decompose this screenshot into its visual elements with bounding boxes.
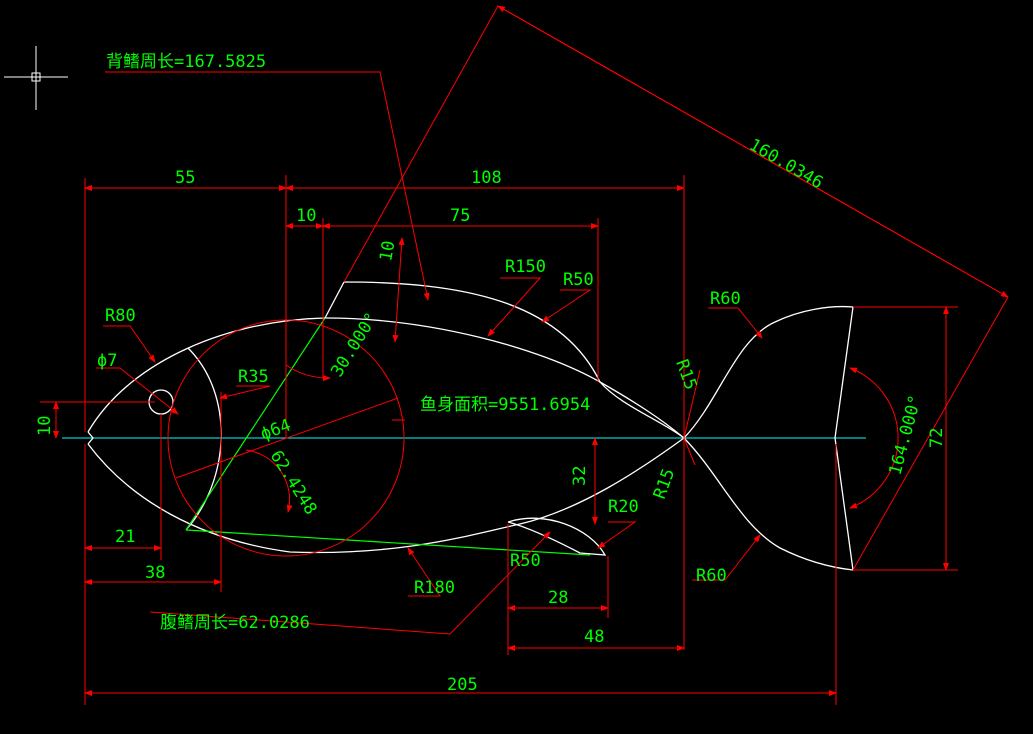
dim-angle-164: 164.000° xyxy=(886,393,927,477)
dim-10-top: 10 xyxy=(296,206,316,226)
tail-edge xyxy=(834,306,854,571)
dim-72: 72 xyxy=(927,428,947,448)
dim-r35: R35 xyxy=(238,367,269,387)
dim-r15-upper: R15 xyxy=(671,357,700,393)
dim-angle-30: 30.000° xyxy=(327,309,382,380)
dim-r80: R80 xyxy=(105,306,136,326)
body-upper-contour xyxy=(87,317,685,439)
dim-phi7: ϕ7 xyxy=(97,351,117,371)
tail-upper xyxy=(683,305,854,439)
dim-r60-top: R60 xyxy=(710,289,741,309)
dim-r180: R180 xyxy=(414,578,455,598)
dim-62: 62.4248 xyxy=(266,447,321,518)
dimension-lines xyxy=(40,5,1009,705)
dim-r50-bottom: R50 xyxy=(510,551,541,571)
fish-outline xyxy=(87,281,854,571)
ventral-fin xyxy=(507,517,607,556)
crosshair-cursor xyxy=(4,46,68,110)
dim-r150: R150 xyxy=(505,257,546,277)
dorsal-fin-base xyxy=(324,281,345,319)
dorsal-fin-perimeter-label: 背鳍周长=167.5825 xyxy=(106,52,266,72)
dim-28: 28 xyxy=(548,588,568,608)
dim-75: 75 xyxy=(450,206,470,226)
dim-r20: R20 xyxy=(608,497,639,517)
mouth-notch xyxy=(87,431,94,445)
dimension-text: 背鳍周长=167.5825 腹鳍周长=62.0286 鱼身面积=9551.695… xyxy=(35,52,947,695)
dorsal-fin xyxy=(343,281,685,439)
dim-10-left: 10 xyxy=(35,416,55,436)
dim-r50-top: R50 xyxy=(563,270,594,290)
body-lower-contour xyxy=(87,437,685,554)
dim-phi64: ϕ64 xyxy=(258,415,294,444)
dim-r60-bottom: R60 xyxy=(696,566,727,586)
fin-lines xyxy=(185,317,591,556)
dim-38: 38 xyxy=(145,563,165,583)
dim-10-slope: 10 xyxy=(376,239,399,263)
dim-108: 108 xyxy=(471,168,502,188)
dim-21: 21 xyxy=(115,527,135,547)
dim-205: 205 xyxy=(447,675,478,695)
body-area-label: 鱼身面积=9551.6954 xyxy=(420,395,590,415)
dim-r15-lower: R15 xyxy=(650,466,679,502)
dim-48: 48 xyxy=(584,627,604,647)
tail-lower xyxy=(683,437,854,571)
dim-32: 32 xyxy=(570,466,590,486)
ventral-fin-perimeter-label: 腹鳍周长=62.0286 xyxy=(160,613,310,633)
dim-160: 160.0346 xyxy=(746,135,827,193)
dim-55: 55 xyxy=(175,168,195,188)
